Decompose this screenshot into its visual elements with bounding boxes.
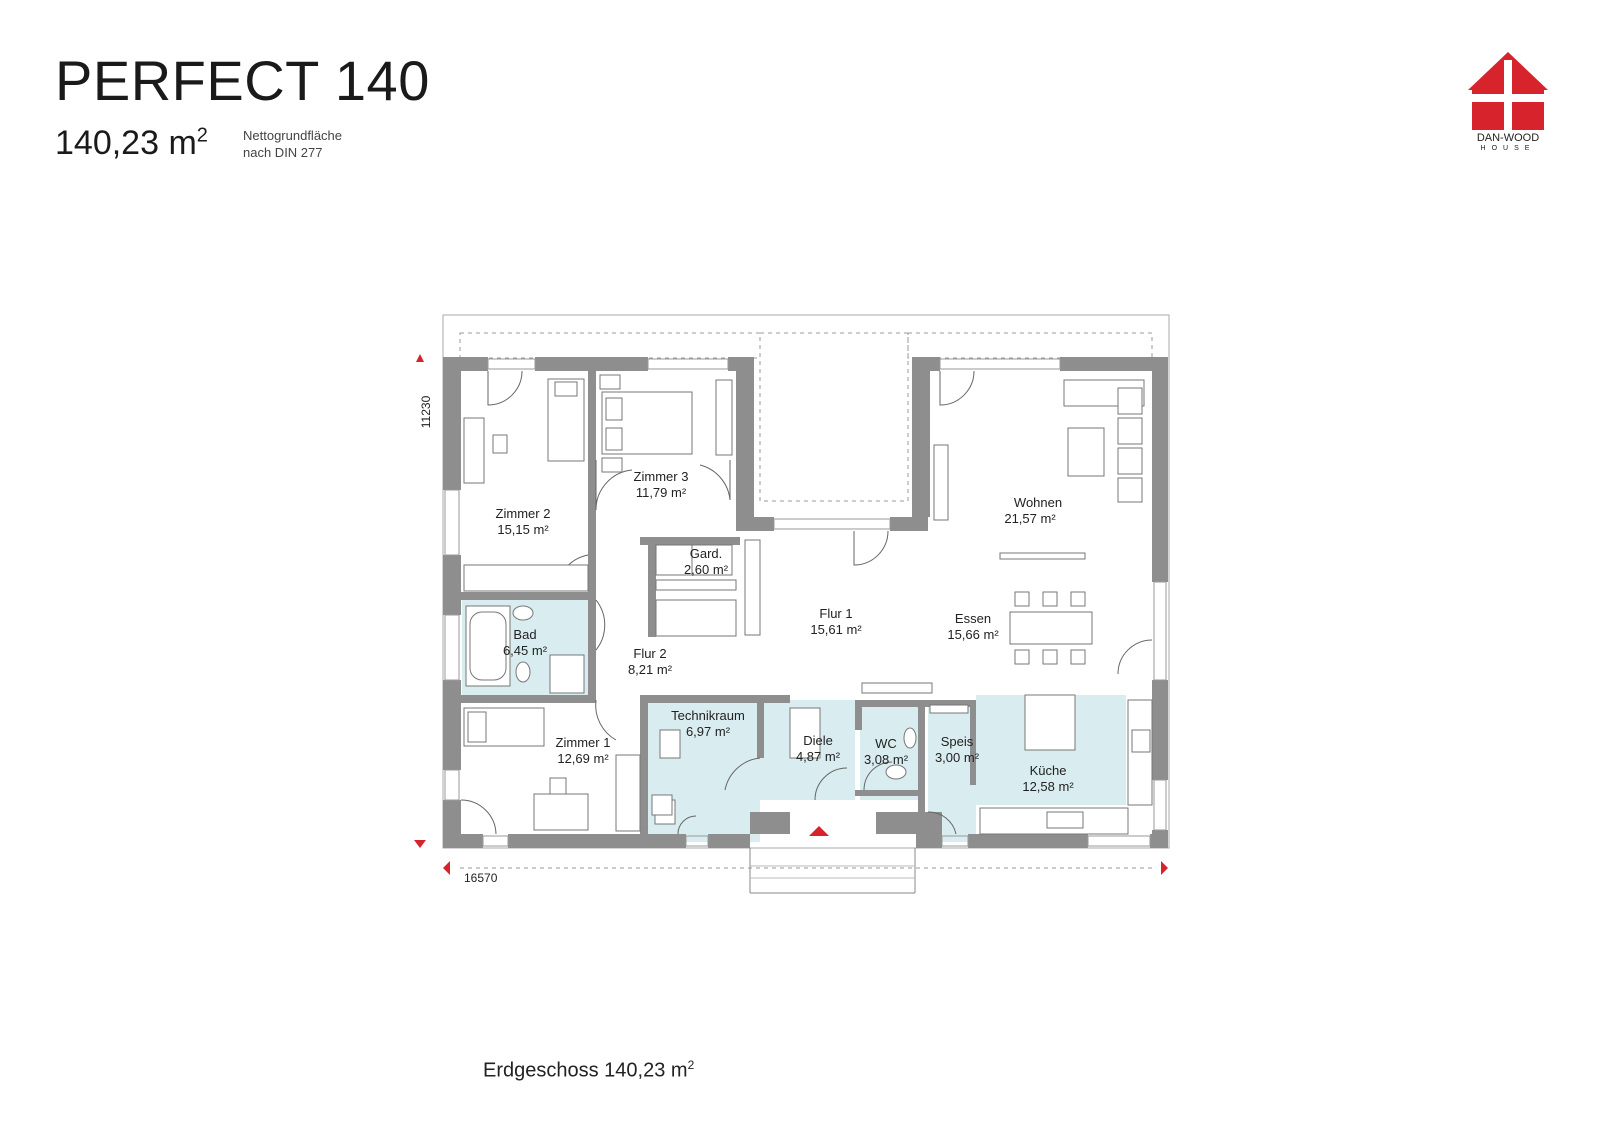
arrow-up-icon: [416, 354, 424, 362]
room-area-zimmer2: 15,15 m²: [497, 522, 549, 537]
room-area-diele: 4,87 m²: [796, 749, 841, 764]
room-area-flur2: 8,21 m²: [628, 662, 673, 677]
roof-overhang-right: [907, 332, 1153, 359]
room-area-zimmer1: 12,69 m²: [557, 751, 609, 766]
room-area-speis: 3,00 m²: [935, 750, 980, 765]
dimension-depth: 11230: [419, 395, 433, 428]
room-area-technik: 6,97 m²: [686, 724, 731, 739]
plan-title: PERFECT 140: [55, 49, 430, 112]
room-name-gard: Gard.: [690, 546, 723, 561]
room-name-zimmer1: Zimmer 1: [556, 735, 611, 750]
room-name-flur1: Flur 1: [819, 606, 852, 621]
room-name-technik: Technikraum: [671, 708, 745, 723]
room-name-zimmer2: Zimmer 2: [496, 506, 551, 521]
roof-overhang-left: [459, 332, 761, 359]
room-name-bad: Bad: [513, 627, 536, 642]
windows: [444, 358, 1167, 847]
interior-walls: [461, 371, 976, 845]
furniture: [463, 374, 1153, 835]
room-area-wc: 3,08 m²: [864, 752, 909, 767]
room-name-essen: Essen: [955, 611, 991, 626]
logo-brand: DAN-WOOD: [1476, 132, 1540, 144]
room-name-wc: WC: [875, 736, 897, 751]
area-note: Nettogrundfläche nach DIN 277: [243, 128, 343, 160]
room-name-kueche: Küche: [1030, 763, 1067, 778]
arrow-down-icon: [414, 840, 426, 848]
room-area-flur1: 15,61 m²: [810, 622, 862, 637]
entrance-arrow-icon: [809, 826, 829, 836]
room-area-essen: 15,66 m²: [947, 627, 999, 642]
exterior-walls: [443, 357, 1168, 848]
room-labels: Zimmer 2 15,15 m² Zimmer 3 11,79 m² Gard…: [496, 469, 1075, 794]
dan-wood-logo-icon: [1468, 52, 1548, 130]
net-area: 140,23 m2: [55, 124, 208, 162]
room-area-gard: 2,60 m²: [684, 562, 729, 577]
dimension-width: 16570: [464, 871, 498, 885]
floor-caption: Erdgeschoss 140,23 m2: [483, 1058, 695, 1082]
room-area-bad: 6,45 m²: [503, 643, 548, 658]
room-name-speis: Speis: [941, 734, 974, 749]
courtyard-outline: [759, 332, 909, 502]
logo-sub: HOUSE: [1480, 145, 1536, 152]
arrow-right-icon: [1161, 861, 1168, 875]
room-name-wohnen: Wohnen: [1014, 495, 1062, 510]
wc-floor: [860, 700, 920, 800]
room-name-zimmer3: Zimmer 3: [634, 469, 689, 484]
room-area-wohnen: 21,57 m²: [1004, 511, 1056, 526]
room-area-kueche: 12,58 m²: [1022, 779, 1074, 794]
room-name-flur2: Flur 2: [633, 646, 666, 661]
room-name-diele: Diele: [803, 733, 833, 748]
dimension-markers: [414, 354, 1168, 875]
room-area-zimmer3: 11,79 m²: [636, 485, 687, 500]
arrow-left-icon: [443, 861, 450, 875]
